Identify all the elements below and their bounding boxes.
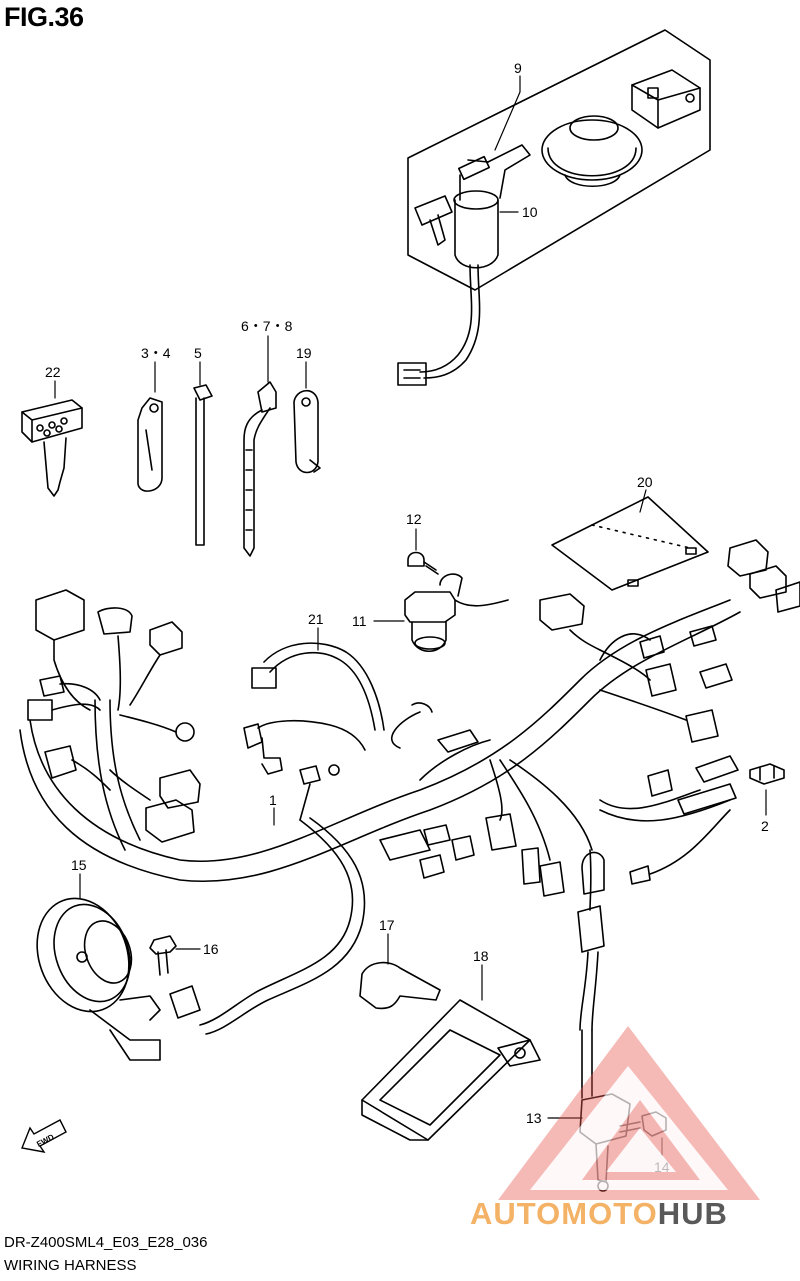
callout-16: 16 — [203, 941, 219, 957]
ignition-switch-set — [397, 29, 711, 386]
watermark-text: AUTOMOTOHUB — [470, 1196, 728, 1232]
callout-15: 15 — [71, 857, 87, 873]
callout-10: 10 — [522, 204, 538, 220]
callout-1: 1 — [269, 792, 277, 808]
cable-strap-6-7-8 — [243, 381, 277, 557]
cover-17 — [359, 961, 441, 1010]
key — [21, 399, 83, 497]
label-sheet-20 — [551, 496, 709, 591]
callout-12: 12 — [406, 511, 422, 527]
watermark-text-part2: HUB — [657, 1196, 728, 1231]
callout-9: 9 — [514, 60, 522, 76]
callout-3-4: 3・4 — [141, 345, 171, 361]
callout-6-7-8: 6・7・8 — [241, 318, 293, 334]
figure-title: FIG.36 — [4, 2, 84, 32]
callout-21: 21 — [308, 611, 324, 627]
callout-5: 5 — [194, 345, 202, 361]
horn-15 — [36, 897, 161, 1061]
clamp-3-4 — [137, 397, 163, 492]
model-code: DR-Z400SML4_E03_E28_036 — [4, 1234, 208, 1251]
callout-18: 18 — [473, 948, 489, 964]
callout-11: 11 — [352, 613, 367, 629]
screw-12 — [407, 551, 439, 575]
watermark-logo-mark — [498, 1026, 760, 1200]
callout-22: 22 — [45, 364, 61, 380]
callout-2: 2 — [761, 818, 769, 834]
main-wiring-harness — [19, 539, 800, 1035]
leader-lines — [54, 75, 767, 1156]
fuse-2 — [749, 763, 785, 785]
callout-19: 19 — [296, 345, 312, 361]
bracket-18 — [361, 999, 541, 1141]
bolt-16 — [149, 935, 177, 976]
switch-11 — [404, 573, 509, 653]
callout-20: 20 — [637, 474, 653, 490]
callout-13: 13 — [526, 1110, 542, 1126]
clamp-19 — [293, 389, 321, 474]
watermark-text-part1: AUTOMOTO — [470, 1196, 658, 1231]
figure-caption: WIRING HARNESS — [4, 1257, 137, 1274]
fwd-arrow: FWD — [21, 1119, 67, 1153]
cable-tie-5 — [193, 384, 213, 546]
callout-17: 17 — [379, 917, 395, 933]
callout-labels: 9 10 22 3・4 5 6・7・8 19 20 12 11 21 1 2 1… — [45, 60, 769, 1175]
